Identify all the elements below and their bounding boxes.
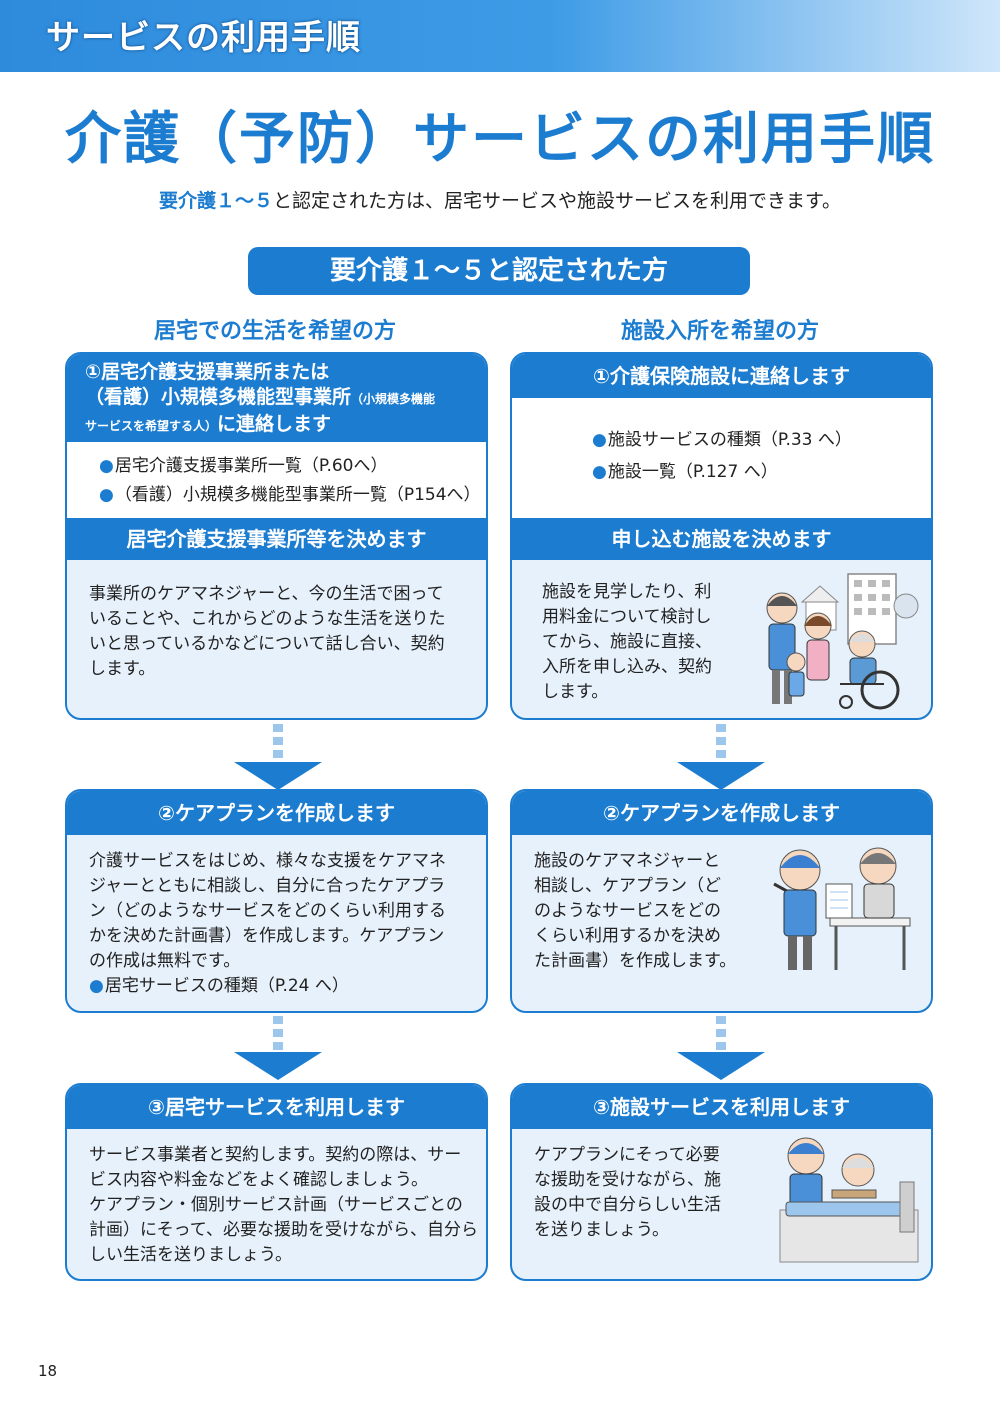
right-step2-box: ②ケアプランを作成します 施設のケアマネジャーと 相談し、ケアプラン（ど のよう… — [510, 789, 933, 1013]
arrow-stem-right-2 — [716, 1016, 726, 1052]
right-step3-body: ケアプランにそって必要 な援助を受けながら、施 設の中で自分らしい生活 を送りま… — [534, 1145, 721, 1240]
target-pill: 要介護１～５と認定された方 — [248, 247, 750, 295]
right-step3-header: ③施設サービスを利用します — [512, 1085, 931, 1129]
left-step1-bullets: 居宅介護支援事業所一覧（P.60へ） （看護）小規模多機能型事業所一覧（P154… — [67, 442, 486, 518]
arrow-down-left-2-icon — [234, 1052, 322, 1080]
left-step2-body: 介護サービスをはじめ、様々な支援をケアマネ ジャーとともに相談し、自分に合ったケ… — [67, 835, 486, 999]
left-decide-body: 事業所のケアマネジャーと、今の生活で困って いることや、これからどのような生活を… — [89, 584, 446, 679]
lead-text: 要介護１～５と認定された方は、居宅サービスや施設サービスを利用できます。 — [0, 186, 1000, 213]
family-with-wheelchair-icon — [766, 573, 919, 710]
lead-accent: 要介護１～５ — [158, 190, 273, 212]
list-item: 施設一覧（P.127 へ） — [592, 456, 931, 488]
list-item: （看護）小規模多機能型事業所一覧（P154へ） — [99, 481, 486, 510]
right-step1-bullets: 施設サービスの種類（P.33 へ） 施設一覧（P.127 へ） — [512, 398, 931, 518]
list-item: 居宅介護支援事業所一覧（P.60へ） — [99, 452, 486, 481]
caregiver-bedside-icon — [779, 1137, 919, 1263]
arrow-stem-left-2 — [273, 1016, 283, 1052]
left-column-heading: 居宅での生活を希望の方 — [153, 319, 396, 344]
right-step2-body: 施設のケアマネジャーと 相談し、ケアプラン（ど のようなサービスをどの くらい利… — [534, 851, 737, 971]
left-step1-line2: （看護）小規模多機能型事業所（小規模多機能 — [85, 386, 436, 408]
left-step1-box: ①居宅介護支援事業所または （看護）小規模多機能型事業所（小規模多機能 サービス… — [65, 352, 488, 720]
right-step2-header: ②ケアプランを作成します — [512, 791, 931, 835]
arrow-down-right-1-icon — [677, 762, 765, 790]
left-step3-box: ③居宅サービスを利用します サービス事業者と契約します。契約の際は、サー ビス内… — [65, 1083, 488, 1281]
right-decide-header: 申し込む施設を決めます — [512, 518, 931, 560]
arrow-down-left-1-icon — [234, 762, 322, 790]
list-item: 居宅サービスの種類（P.24 へ） — [89, 974, 486, 999]
right-decide-body: 施設を見学したり、利 用料金について検討し てから、施設に直接、 入所を申し込み… — [542, 582, 712, 702]
left-step1-header: ①居宅介護支援事業所または （看護）小規模多機能型事業所（小規模多機能 サービス… — [67, 354, 486, 442]
section-header-title: サービスの利用手順 — [46, 18, 361, 58]
arrow-stem-left-1 — [273, 724, 283, 762]
header-band — [0, 0, 1000, 72]
left-step3-header: ③居宅サービスを利用します — [67, 1085, 486, 1129]
left-step2-box: ②ケアプランを作成します 介護サービスをはじめ、様々な支援をケアマネ ジャーとと… — [65, 789, 488, 1013]
right-step1-box: ①介護保険施設に連絡します 施設サービスの種類（P.33 へ） 施設一覧（P.1… — [510, 352, 933, 720]
left-decide-header: 居宅介護支援事業所等を決めます — [67, 518, 486, 560]
arrow-stem-right-1 — [716, 724, 726, 762]
care-manager-consultation-icon — [773, 847, 911, 970]
right-step1-header: ①介護保険施設に連絡します — [512, 354, 931, 398]
left-step1-line1: ①居宅介護支援事業所または — [85, 361, 330, 383]
page-title: 介護（予防）サービスの利用手順 — [65, 107, 935, 172]
page-number: 18 — [38, 1362, 58, 1380]
arrow-down-right-2-icon — [677, 1052, 765, 1080]
lead-rest: と認定された方は、居宅サービスや施設サービスを利用できます。 — [272, 190, 842, 212]
left-step2-header: ②ケアプランを作成します — [67, 791, 486, 835]
list-item: 施設サービスの種類（P.33 へ） — [592, 424, 931, 456]
left-step3-body: サービス事業者と契約します。契約の際は、サー ビス内容や料金などをよく確認しまし… — [89, 1145, 478, 1265]
left-step1-line3: サービスを希望する人）に連絡します — [85, 413, 332, 435]
right-column-heading: 施設入所を希望の方 — [620, 319, 819, 344]
